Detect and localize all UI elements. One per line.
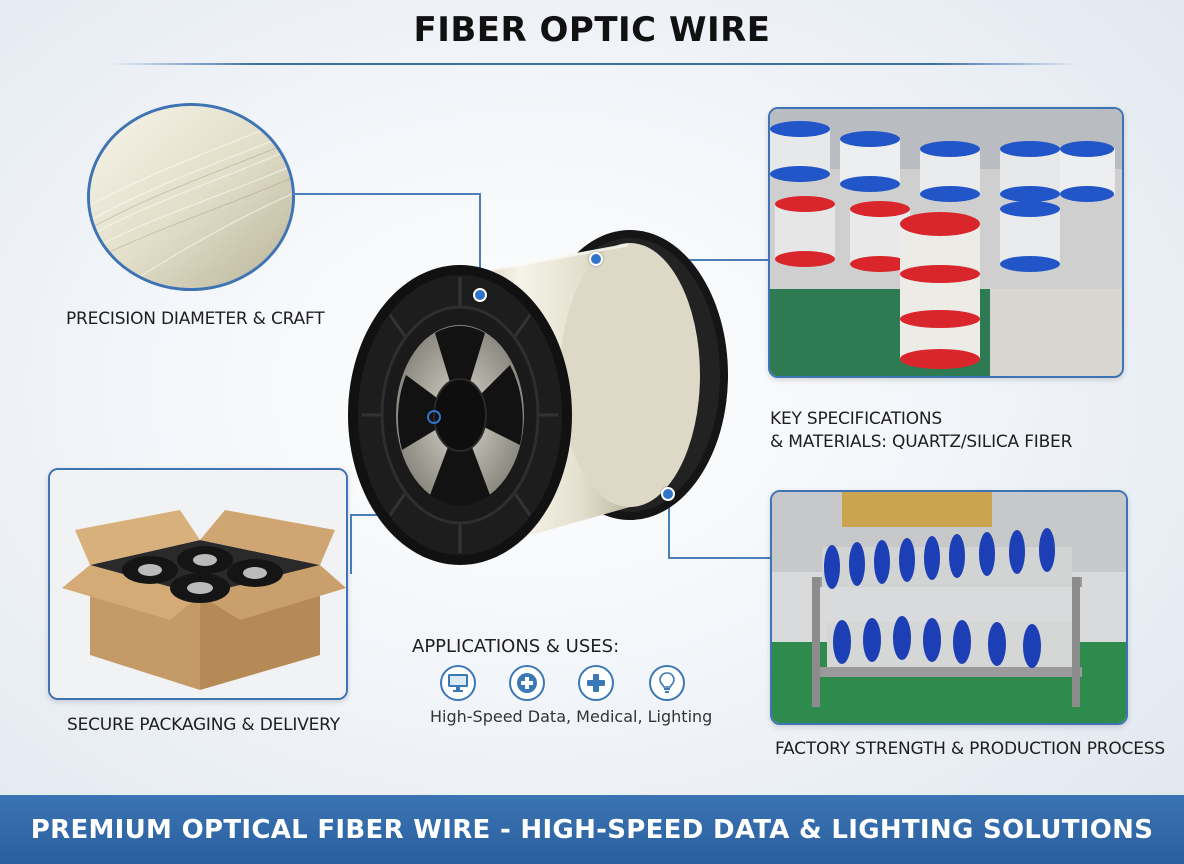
applications-subtitle: High-Speed Data, Medical, Lighting	[430, 707, 713, 726]
leader-line	[479, 193, 481, 297]
leader-line	[668, 557, 770, 559]
callout-dot	[473, 288, 487, 302]
leader-line	[668, 494, 670, 558]
medical-plus-icon	[578, 665, 614, 701]
packaging-caption: SECURE PACKAGING & DELIVERY	[67, 715, 340, 735]
factory-caption: FACTORY STRENGTH & PRODUCTION PROCESS	[775, 739, 1165, 759]
medical-cross-icon	[509, 665, 545, 701]
page-title: FIBER OPTIC WIRE	[413, 10, 771, 50]
precision-caption: PRECISION DIAMETER & CRAFT	[66, 309, 325, 329]
applications-title: APPLICATIONS & USES:	[412, 636, 620, 657]
footer-banner: PREMIUM OPTICAL FIBER WIRE - HIGH-SPEED …	[0, 795, 1184, 864]
packaging-photo	[48, 468, 348, 700]
specs-caption-line1: KEY SPECIFICATIONS	[770, 409, 943, 429]
factory-photo	[770, 490, 1128, 725]
callout-dot	[427, 410, 441, 424]
callout-dot	[661, 487, 675, 501]
callout-dot	[589, 252, 603, 266]
fiber-spool-image	[348, 230, 728, 565]
lightbulb-icon	[649, 665, 685, 701]
fiber-closeup-image	[87, 103, 295, 291]
leader-line	[292, 193, 480, 195]
monitor-icon	[440, 665, 476, 701]
specs-caption-line2: & MATERIALS: QUARTZ/SILICA FIBER	[770, 432, 1073, 452]
applications-icons	[440, 665, 690, 705]
title-divider	[110, 63, 1080, 65]
spool-stock-photo	[768, 107, 1124, 378]
banner-text: PREMIUM OPTICAL FIBER WIRE - HIGH-SPEED …	[30, 814, 1154, 845]
leader-line	[350, 514, 352, 574]
